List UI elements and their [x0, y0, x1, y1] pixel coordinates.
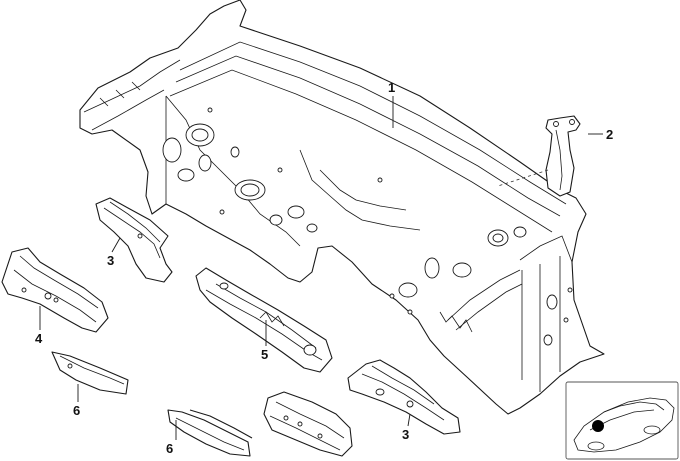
- callout-6-bottom: 6: [166, 441, 173, 456]
- support-left-upper-part: [95, 197, 173, 283]
- location-marker: [592, 420, 604, 432]
- front-bulkhead-part: [79, 0, 605, 415]
- callout-4: 4: [35, 331, 43, 346]
- leader-lines: [39, 96, 603, 440]
- support-right-lower-part: [347, 359, 461, 435]
- bracket-part: [497, 115, 581, 197]
- side-member-left-part: [1, 247, 109, 333]
- car-location-inset: [565, 381, 679, 460]
- callout-3-lower: 3: [402, 427, 409, 442]
- callout-labels: 1 2 3 3 4 5 6 6: [35, 80, 613, 456]
- cross-member-center-part: [195, 267, 333, 373]
- plate-bottom-part: [167, 409, 253, 457]
- callout-6-left: 6: [73, 403, 80, 418]
- callout-5: 5: [261, 347, 268, 362]
- callout-1: 1: [388, 80, 395, 95]
- plate-left-part: [51, 351, 129, 395]
- car-location-icon: [573, 397, 675, 453]
- lower-panel-part: [263, 391, 353, 457]
- callout-3-upper: 3: [107, 253, 114, 268]
- callout-2: 2: [606, 127, 613, 142]
